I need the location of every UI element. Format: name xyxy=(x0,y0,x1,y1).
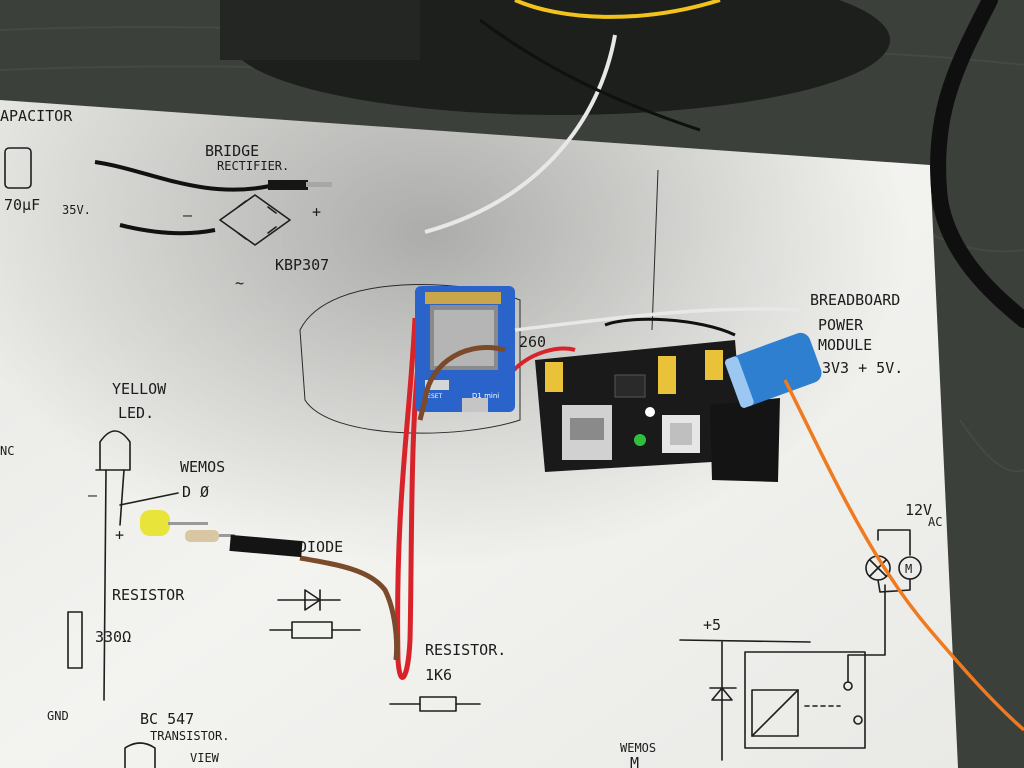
relay-sketch: +5 xyxy=(679,584,886,761)
ac-supply-label: 12V xyxy=(905,501,932,519)
capacitor-sketch: APACITOR 70µF 35V. xyxy=(0,107,91,217)
jumper-wire-1 xyxy=(94,160,271,192)
breadboard-label-2: POWER xyxy=(818,316,864,334)
jumper-pin-1 xyxy=(268,180,308,190)
diode-heading: DIODE xyxy=(298,538,343,556)
breadboard-power-module xyxy=(535,340,745,472)
brown-wire xyxy=(417,344,506,421)
capacitor-value: 70µF xyxy=(4,196,40,214)
black-jumper xyxy=(604,317,736,337)
sticker-260: 260 xyxy=(519,333,546,351)
led-plus: + xyxy=(115,526,124,544)
yellow-led-label-1: YELLOW xyxy=(112,380,167,398)
white-wire xyxy=(424,34,617,234)
brown-led-wire xyxy=(299,555,400,661)
bridge-minus: – xyxy=(183,206,193,224)
gnd-label: GND xyxy=(47,709,69,723)
black-wire-top xyxy=(479,18,701,132)
pencil-line-vertical xyxy=(651,169,659,331)
electrolytic-capacitor xyxy=(724,332,822,408)
wemos-reset-text: RESET xyxy=(423,393,443,400)
resistor-sketch: RESISTOR 330Ω GND xyxy=(47,586,185,723)
breadboard-label-4: 3V3 + 5V. xyxy=(822,359,903,377)
yellow-led-sketch: YELLOW LED. – + NC xyxy=(0,380,167,701)
transistor-label-1: BC 547 xyxy=(140,710,194,728)
yellow-led-component xyxy=(140,510,235,542)
red-wire xyxy=(395,317,423,680)
jumper-wire-2 xyxy=(119,223,216,236)
relay-supply-label: +5 xyxy=(703,616,721,634)
white-jumper xyxy=(514,307,801,332)
wemos-pin-label-2: D Ø xyxy=(182,483,209,501)
resistor2-value: 1K6 xyxy=(425,666,452,684)
dark-object-left xyxy=(220,0,420,60)
left-edge-nc: NC xyxy=(0,444,14,458)
bridge-part: KBP307 xyxy=(275,256,329,274)
bridge-plus: + xyxy=(312,203,321,221)
paper-shadow xyxy=(0,100,958,768)
breadboard-label-1: BREADBOARD xyxy=(810,291,900,309)
black-power-cable xyxy=(930,0,1024,328)
bridge-title-1: BRIDGE xyxy=(205,142,259,160)
wemos-pin-label-1: WEMOS xyxy=(180,458,225,476)
bridge-ac: ~ xyxy=(235,274,244,292)
motor-label: M xyxy=(905,562,912,576)
ac-supply-sub: AC xyxy=(928,515,942,529)
resistor-value: 330Ω xyxy=(95,628,131,646)
wemos-board-text: D1 mini xyxy=(472,392,499,400)
jumper-connector-led xyxy=(229,534,303,558)
bridge-title-2: RECTIFIER. xyxy=(217,159,289,173)
resistor2-sketch: RESISTOR. 1K6 xyxy=(389,641,506,712)
wemos-bottom-label: WEMOS xyxy=(620,741,656,755)
led-minus: – xyxy=(88,486,98,504)
capacitor-heading: APACITOR xyxy=(0,107,73,125)
breadboard-label: BREADBOARD POWER MODULE 3V3 + 5V. xyxy=(810,291,903,377)
resistor2-heading: RESISTOR. xyxy=(425,641,506,659)
transistor-sketch: BC 547 TRANSISTOR. VIEW xyxy=(124,710,229,768)
wemos-pin-sketch: WEMOS D Ø xyxy=(119,458,225,506)
jumper-pin-1-tip xyxy=(306,182,332,187)
red-wire-short xyxy=(510,346,576,374)
yellow-led-label-2: LED. xyxy=(118,404,154,422)
bridge-rectifier-sketch: BRIDGE RECTIFIER. – + ~ KBP307 xyxy=(183,142,329,292)
breadboard-label-3: MODULE xyxy=(818,336,872,354)
pencil-outline xyxy=(299,284,521,434)
capacitor-voltage: 35V. xyxy=(62,203,91,217)
orange-wire xyxy=(783,379,1024,732)
transistor-label-2: TRANSISTOR. xyxy=(150,729,229,743)
transistor-label-3: VIEW xyxy=(190,751,220,765)
voltage-regulator xyxy=(710,398,780,482)
diode-sketch: DIODE xyxy=(269,538,361,639)
yellow-wire xyxy=(514,0,721,19)
resistor-heading: RESISTOR xyxy=(112,586,185,604)
ac-load-sketch: 12V AC M xyxy=(865,501,942,593)
wemos-bottom-label-2: M xyxy=(630,754,639,768)
